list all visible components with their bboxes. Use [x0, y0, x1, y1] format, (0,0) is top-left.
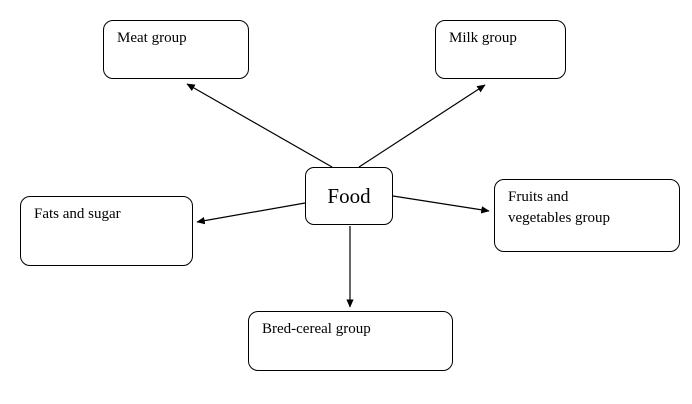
- node-food-center[interactable]: Food: [305, 167, 393, 225]
- node-milk-group[interactable]: Milk group: [435, 20, 566, 79]
- node-fats-and-sugar[interactable]: Fats and sugar: [20, 196, 193, 266]
- node-bred-cereal-group-label: Bred-cereal group: [262, 321, 371, 337]
- node-milk-group-label: Milk group: [449, 30, 517, 46]
- node-fruits-and-vegetables-group[interactable]: Fruits and vegetables group: [494, 179, 680, 252]
- node-food-center-label: Food: [327, 184, 371, 208]
- node-meat-group-label: Meat group: [117, 30, 187, 46]
- node-fats-and-sugar-label: Fats and sugar: [34, 206, 121, 222]
- node-bred-cereal-group[interactable]: Bred-cereal group: [248, 311, 453, 371]
- edge-food-to-meat: [186, 83, 333, 168]
- edge-food-to-fats: [196, 202, 306, 225]
- edge-food-to-fruits: [392, 195, 490, 214]
- edge-food-to-milk: [358, 84, 486, 168]
- node-fruits-and-vegetables-group-label: Fruits and vegetables group: [508, 189, 611, 226]
- node-meat-group[interactable]: Meat group: [103, 20, 249, 79]
